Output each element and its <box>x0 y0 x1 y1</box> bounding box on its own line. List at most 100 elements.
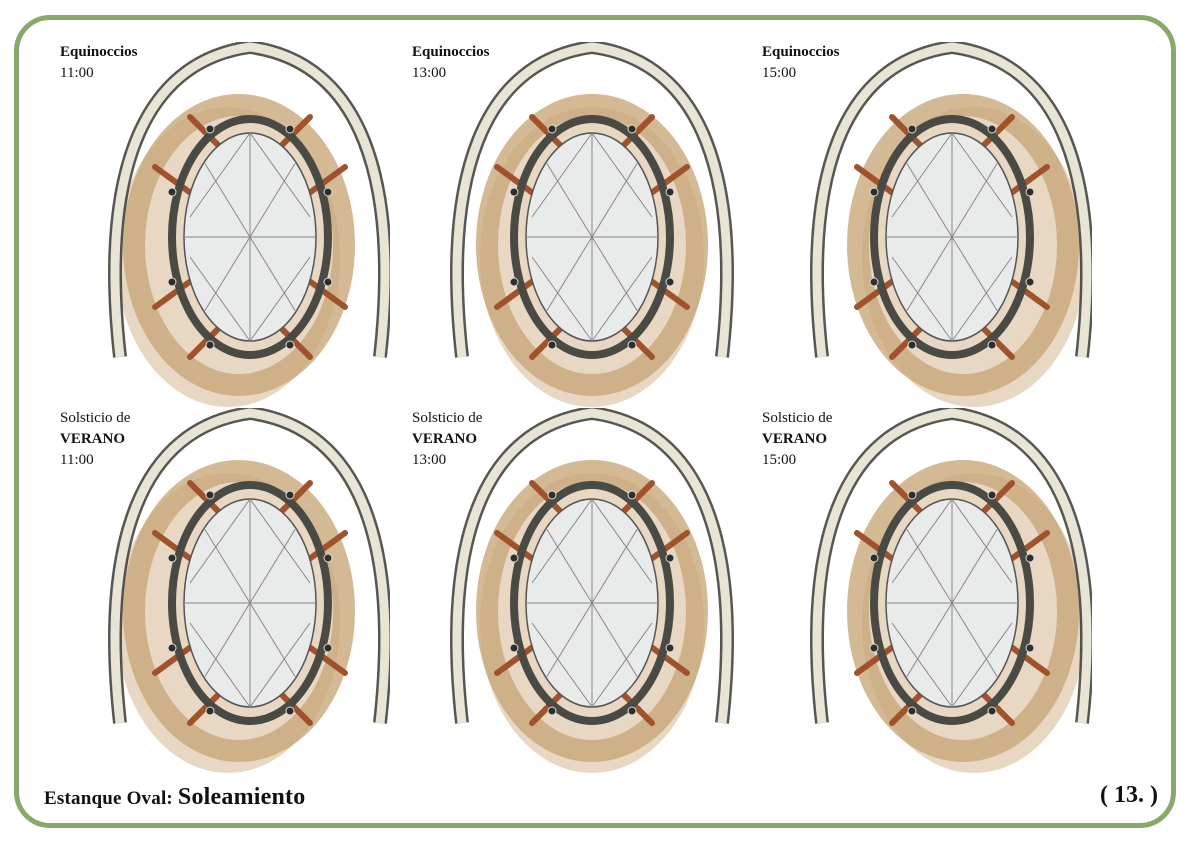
frame-line <box>591 622 653 708</box>
sheet-title: Estanque Oval: Soleamiento <box>44 784 305 811</box>
sheet-title-main: Soleamiento <box>177 784 306 810</box>
pond-plan-drawing <box>108 42 390 407</box>
frame-line <box>531 498 593 584</box>
joint-node <box>285 706 295 716</box>
joint-node <box>869 277 879 287</box>
joint-node <box>627 490 637 500</box>
panel-time: 15:00 <box>762 65 797 81</box>
oval-ring <box>510 481 674 725</box>
panel-summer-1500: Solsticio de VERANO 15:00 <box>762 408 1092 778</box>
joint-node <box>167 553 177 563</box>
joint-node <box>509 553 519 563</box>
joint-node <box>627 706 637 716</box>
frame-line <box>951 132 1013 218</box>
frame-line <box>189 498 251 584</box>
frame-line <box>591 498 653 584</box>
panel-season: Equinoccios <box>762 44 840 60</box>
frame-line <box>531 622 593 708</box>
joint-node <box>665 553 675 563</box>
frame-line <box>249 132 311 218</box>
shade-band <box>847 94 1079 396</box>
roof-shell-fill <box>110 42 390 358</box>
frame-line <box>591 132 653 218</box>
frame-line <box>531 256 593 342</box>
shade-band <box>476 94 708 396</box>
panel-equinox-1300: Equinoccios 13:00 <box>412 42 742 412</box>
frame-line <box>891 256 953 342</box>
panel-season: Equinoccios <box>412 44 490 60</box>
panel-season: Solsticio de <box>762 410 833 426</box>
frame-line <box>189 256 251 342</box>
joint-node <box>1025 553 1035 563</box>
joint-node <box>285 340 295 350</box>
joint-node <box>285 490 295 500</box>
joint-node <box>167 643 177 653</box>
joint-node <box>665 187 675 197</box>
joint-node <box>907 490 917 500</box>
panel-time: 11:00 <box>60 65 94 81</box>
frame-line <box>545 527 639 679</box>
panel-season: Solsticio de <box>412 410 483 426</box>
panel-equinox-1100: Equinoccios 11:00 <box>60 42 390 412</box>
frame-line <box>891 132 953 218</box>
joint-node <box>509 643 519 653</box>
frame-line <box>203 161 297 313</box>
pond-plan-drawing <box>810 42 1092 407</box>
joint-node <box>167 277 177 287</box>
joint-node <box>167 187 177 197</box>
frame-line <box>891 498 953 584</box>
frame-line <box>905 161 999 313</box>
joint-node <box>907 124 917 134</box>
panel-label: Solsticio de VERANO 15:00 <box>762 408 832 471</box>
page-number: ( 13. ) <box>1100 782 1158 808</box>
oval-ring <box>168 115 332 359</box>
joint-node <box>205 340 215 350</box>
joint-node <box>665 277 675 287</box>
shade-band <box>476 460 708 762</box>
oval-ring <box>510 115 674 359</box>
roof-shell-fill <box>452 42 732 358</box>
panel-season-name: VERANO <box>412 431 478 447</box>
pond-plan-drawing <box>108 408 390 773</box>
oval-ring <box>870 115 1034 359</box>
joint-node <box>547 340 557 350</box>
frame-line <box>189 622 251 708</box>
joint-node <box>205 124 215 134</box>
panel-label: Equinoccios 11:00 <box>60 42 138 84</box>
joint-node <box>509 187 519 197</box>
roof-shell-fill <box>110 408 390 724</box>
frame-line <box>189 132 251 218</box>
panel-label: Equinoccios 15:00 <box>762 42 840 84</box>
panel-season: Solsticio de <box>60 410 131 426</box>
joint-node <box>987 706 997 716</box>
joint-node <box>1025 643 1035 653</box>
roof-shell-fill <box>812 42 1092 358</box>
joint-node <box>987 124 997 134</box>
joint-node <box>907 706 917 716</box>
joint-node <box>547 490 557 500</box>
panel-time: 13:00 <box>412 452 447 468</box>
pond-plan-drawing <box>450 42 734 407</box>
joint-node <box>869 553 879 563</box>
panel-label: Solsticio de VERANO 13:00 <box>412 408 482 471</box>
panel-label: Solsticio de VERANO 11:00 <box>60 408 130 471</box>
frame-line <box>951 498 1013 584</box>
frame-line <box>249 622 311 708</box>
joint-node <box>205 490 215 500</box>
frame-line <box>531 132 593 218</box>
joint-node <box>869 187 879 197</box>
frame-line <box>545 161 639 313</box>
joint-node <box>205 706 215 716</box>
frame-line <box>905 527 999 679</box>
frame-line <box>249 256 311 342</box>
frame-line <box>249 498 311 584</box>
frame-line <box>203 527 297 679</box>
frame-line <box>951 622 1013 708</box>
oval-ring <box>870 481 1034 725</box>
joint-node <box>547 706 557 716</box>
joint-node <box>323 643 333 653</box>
panel-label: Equinoccios 13:00 <box>412 42 490 84</box>
joint-node <box>323 553 333 563</box>
panel-season-name: VERANO <box>762 431 828 447</box>
joint-node <box>869 643 879 653</box>
